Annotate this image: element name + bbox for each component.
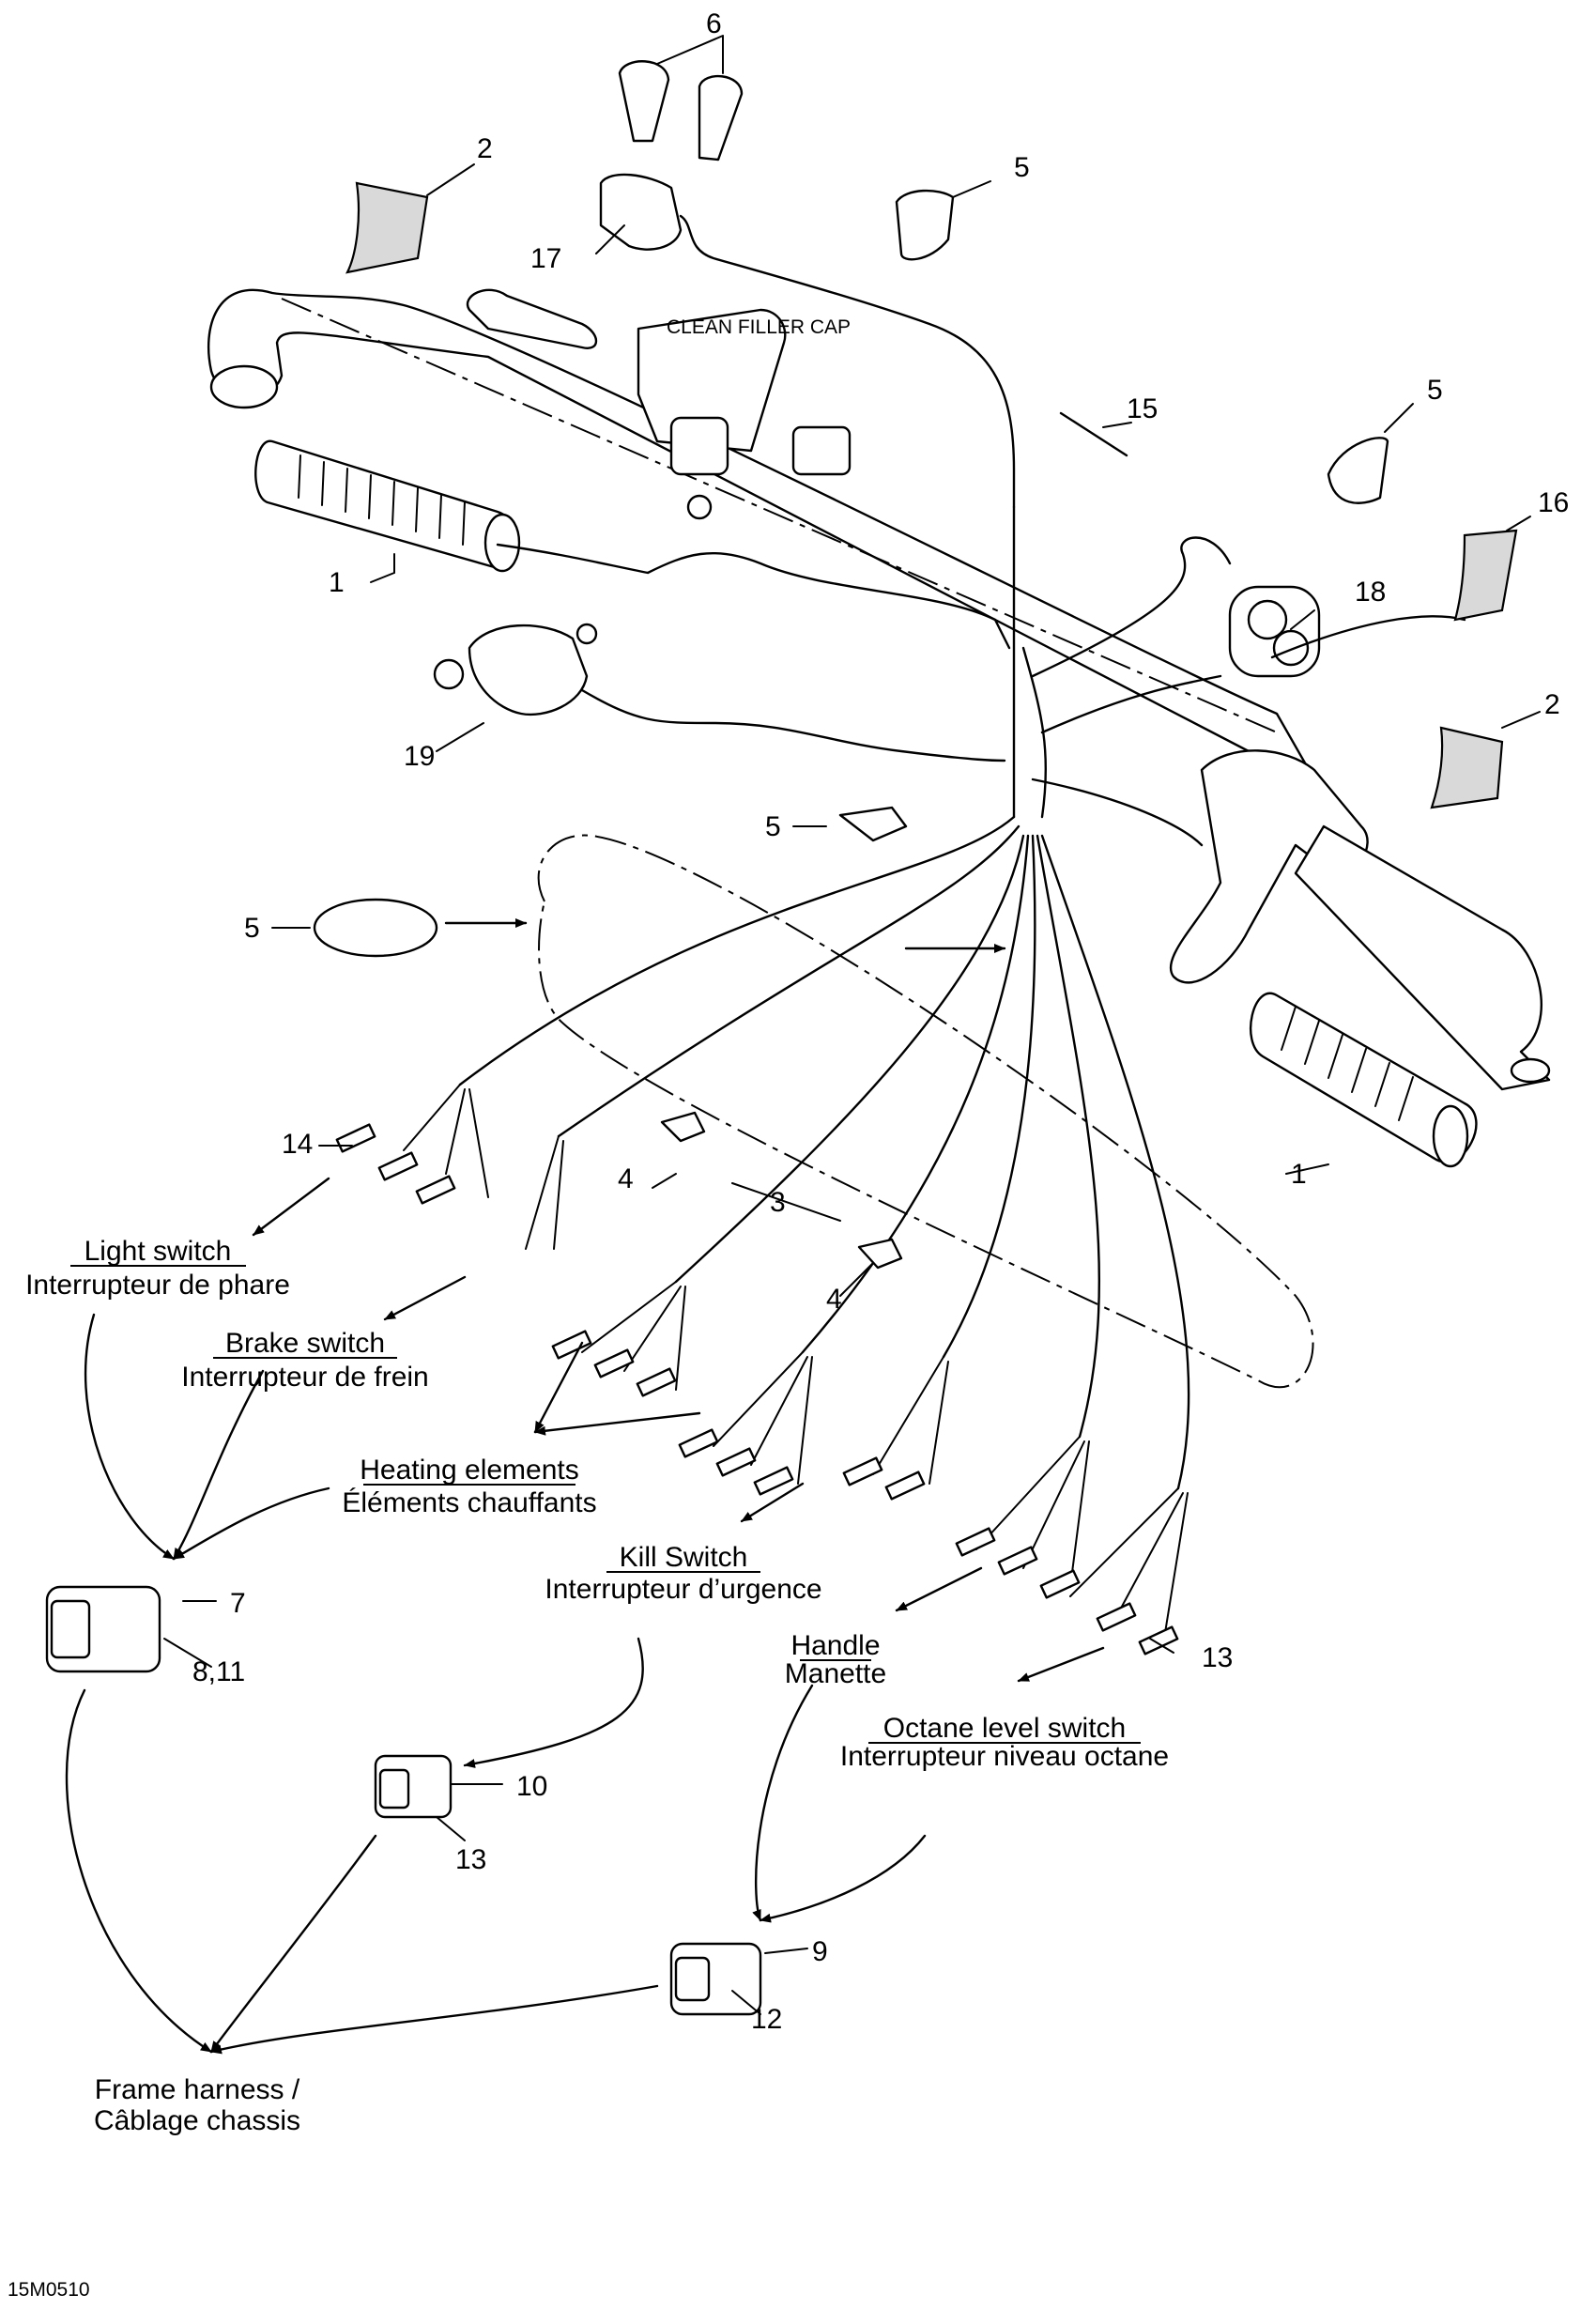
callout-2-top: 2 — [477, 133, 493, 164]
terminals — [335, 1084, 1189, 1656]
label-handle-fr: Manette — [785, 1658, 886, 1689]
label-kill-switch-en: Kill Switch — [620, 1542, 748, 1573]
label-frame-harness-fr: Câblage chassis — [94, 2105, 300, 2136]
label-light-switch-en: Light switch — [84, 1236, 232, 1267]
callout-4-a: 4 — [618, 1163, 634, 1194]
callout-19: 19 — [404, 741, 435, 772]
callout-1-left: 1 — [329, 567, 345, 598]
clip-5-right — [1327, 437, 1389, 504]
cable-tie-loop — [537, 834, 1314, 1388]
connector-10 — [374, 1754, 453, 1819]
label-heating-fr: Éléments chauffants — [342, 1487, 596, 1518]
clip-5-top — [895, 189, 955, 261]
callout-5-left: 5 — [244, 913, 260, 944]
label-kill-switch-fr: Interrupteur d’urgence — [545, 1574, 821, 1605]
wire-harness — [458, 505, 1466, 1490]
label-brake-switch-en: Brake switch — [225, 1328, 385, 1359]
callout-14: 14 — [282, 1129, 313, 1160]
label-octane-fr: Interrupteur niveau octane — [840, 1741, 1169, 1772]
callout-8-11: 8,11 — [192, 1656, 245, 1687]
callout-5-top: 5 — [1014, 152, 1030, 183]
callout-6: 6 — [706, 8, 722, 39]
callout-10: 10 — [516, 1771, 547, 1802]
callout-15: 15 — [1127, 393, 1158, 424]
label-handle-en: Handle — [790, 1630, 880, 1661]
callout-7: 7 — [230, 1588, 246, 1619]
tape-16 — [1453, 529, 1518, 622]
clip-5-mid — [838, 806, 908, 842]
svg-text:CLEAN FILLER CAP: CLEAN FILLER CAP — [667, 316, 851, 338]
leaders — [65, 35, 1541, 2055]
figure-code: 15M0510 — [8, 2279, 90, 2301]
callout-16: 16 — [1538, 487, 1569, 518]
callout-2-right: 2 — [1544, 689, 1560, 720]
label-frame-harness-en: Frame harness / — [95, 2074, 300, 2105]
brake-master-cylinder: CLEAN FILLER CAP — [466, 288, 852, 520]
tape-2-right — [1430, 726, 1504, 809]
left-grip — [254, 439, 521, 573]
callout-17: 17 — [530, 243, 561, 274]
callout-5-right: 5 — [1427, 375, 1443, 406]
label-heating-en: Heating elements — [360, 1455, 578, 1486]
cable-tie-5-loop — [313, 898, 438, 958]
callout-18: 18 — [1355, 577, 1386, 608]
tape-2-top — [345, 181, 429, 274]
callout-9: 9 — [812, 1936, 828, 1967]
callout-13-lower: 13 — [455, 1844, 486, 1875]
callout-5-mid: 5 — [765, 811, 781, 842]
switch-housing-18 — [1228, 585, 1321, 678]
connector-7 — [45, 1585, 161, 1673]
callout-4-b: 4 — [826, 1284, 842, 1315]
throttle-assembly — [1169, 749, 1551, 1091]
callout-1-right: 1 — [1291, 1159, 1307, 1190]
callout-12: 12 — [751, 2004, 782, 2035]
callout-13-right: 13 — [1202, 1642, 1233, 1673]
clip-4-a — [660, 1111, 706, 1143]
cable-ties-6 — [618, 60, 744, 162]
clip-4-b — [857, 1238, 903, 1270]
part-17 — [599, 173, 1016, 509]
label-brake-switch-fr: Interrupteur de frein — [181, 1362, 428, 1393]
label-light-switch-fr: Interrupteur de phare — [25, 1270, 290, 1301]
callout-3: 3 — [770, 1187, 786, 1218]
wire-stud-15 — [1059, 411, 1128, 457]
switch-housing-19 — [433, 623, 598, 716]
label-octane-en: Octane level switch — [883, 1713, 1126, 1744]
right-grip — [1250, 992, 1478, 1168]
